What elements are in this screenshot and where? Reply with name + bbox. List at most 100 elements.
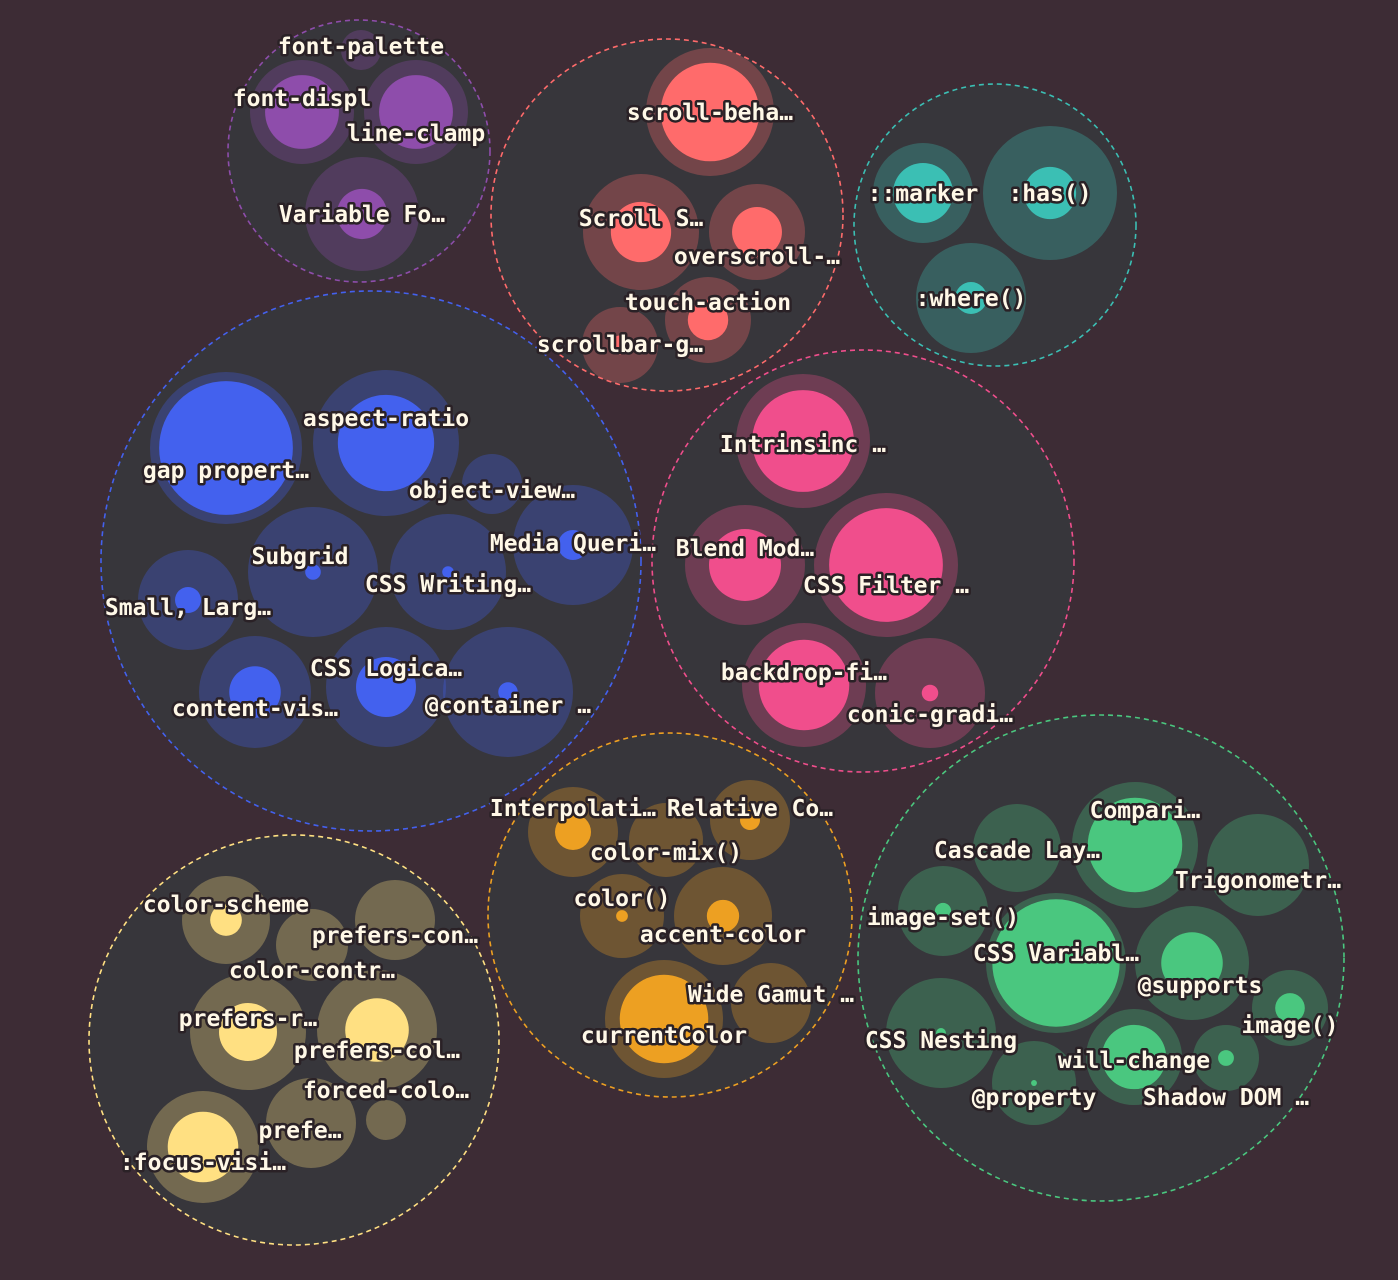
feature-bubble[interactable] [583, 174, 699, 290]
feature-bubble[interactable] [898, 866, 988, 956]
feature-bubble[interactable] [736, 374, 870, 508]
bubble-label: Variable Fo… [279, 202, 445, 228]
feature-bubble[interactable] [1193, 1025, 1259, 1091]
feature-bubble[interactable] [1207, 814, 1309, 916]
bubble-label: @container … [425, 693, 591, 719]
bubble-label: Small, Larg… [105, 595, 271, 621]
bubble-label: line-clamp [347, 121, 485, 147]
feature-bubble[interactable] [313, 370, 459, 516]
bubble-label: object-view… [409, 478, 575, 504]
bubble-group [487, 732, 853, 1098]
feature-bubble[interactable] [138, 550, 238, 650]
feature-bubble[interactable] [1086, 1009, 1182, 1105]
feature-bubble[interactable] [266, 1078, 356, 1168]
feature-bubble[interactable] [916, 243, 1026, 353]
feature-bubble[interactable] [629, 803, 703, 877]
bubble-label: color-contr… [229, 958, 395, 984]
feature-bubble[interactable] [992, 1041, 1076, 1125]
bubble-core [1087, 797, 1183, 893]
feature-bubble[interactable] [250, 60, 354, 164]
feature-bubble[interactable] [875, 638, 985, 748]
feature-bubble[interactable] [1072, 782, 1198, 908]
feature-bubble[interactable] [886, 978, 996, 1088]
bubble-core [1275, 993, 1305, 1023]
bubble-label: CSS Variabl… [973, 941, 1139, 967]
feature-bubble[interactable] [582, 307, 658, 383]
feature-bubble[interactable] [366, 1100, 406, 1140]
bubble-label: CSS Filter … [803, 573, 969, 599]
feature-bubble[interactable] [513, 485, 633, 605]
bubble-core [610, 201, 672, 263]
bubble-core [1218, 1050, 1234, 1066]
feature-bubble[interactable] [709, 184, 805, 280]
bubble-label: image-set() [867, 905, 1019, 931]
bubble-label: color-scheme [143, 892, 309, 918]
bubble-core [992, 899, 1120, 1027]
bubble-group [857, 714, 1345, 1202]
feature-bubble[interactable] [1135, 906, 1249, 1020]
bubble-group [490, 38, 844, 392]
feature-bubble[interactable] [182, 876, 270, 964]
bubble-label: prefers-con… [312, 923, 478, 949]
feature-bubble[interactable] [462, 454, 522, 514]
bubble-label: conic-gradi… [847, 702, 1013, 728]
feature-bubble[interactable] [983, 126, 1117, 260]
feature-bubble[interactable] [248, 507, 378, 637]
feature-bubble[interactable] [605, 960, 723, 1078]
feature-bubble[interactable] [199, 636, 311, 748]
feature-bubble[interactable] [190, 974, 306, 1090]
feature-bubble[interactable] [528, 787, 618, 877]
feature-bubble[interactable] [326, 627, 446, 747]
bubble-label: Relative Co… [667, 796, 833, 822]
feature-bubble[interactable] [731, 963, 811, 1043]
feature-bubble[interactable] [710, 780, 790, 860]
bubble-core [732, 207, 782, 257]
feature-bubble[interactable] [276, 909, 348, 981]
bubble-label: Cascade Lay… [934, 838, 1100, 864]
bubble-core [893, 163, 953, 223]
feature-bubble[interactable] [341, 30, 381, 70]
feature-bubble[interactable] [317, 970, 437, 1090]
bubble-core [758, 639, 850, 731]
feature-bubble[interactable] [973, 804, 1061, 892]
bubble-label: prefe… [258, 1118, 341, 1144]
bubble-ring [462, 454, 522, 514]
feature-bubble[interactable] [443, 627, 573, 757]
feature-bubble[interactable] [1252, 970, 1328, 1046]
bubble-label: color() [574, 886, 671, 912]
bubble-label: Compari… [1090, 798, 1201, 824]
feature-bubble[interactable] [665, 277, 751, 363]
feature-bubble[interactable] [580, 874, 664, 958]
bubble-core [1101, 1024, 1167, 1090]
bubble-core [936, 1028, 946, 1038]
bubble-core [558, 530, 588, 560]
feature-bubble[interactable] [814, 493, 958, 637]
bubble-label: content-vis… [172, 696, 338, 722]
feature-bubble[interactable] [873, 143, 973, 243]
bubble-core [379, 75, 453, 149]
bubble-group [227, 19, 491, 283]
bubble-label: Scroll S… [579, 206, 704, 232]
feature-bubble[interactable] [986, 893, 1126, 1033]
bubble-core [175, 587, 201, 613]
bubble-core [210, 904, 242, 936]
bubble-core [305, 564, 321, 580]
bubble-core [706, 899, 740, 933]
feature-bubble[interactable] [305, 157, 419, 271]
bubble-group [88, 834, 500, 1246]
feature-bubble[interactable] [390, 514, 506, 630]
bubble-core [337, 394, 435, 492]
bubble-label: Blend Mod… [676, 536, 815, 562]
bubble-core [229, 666, 281, 718]
bubble-core [610, 335, 630, 355]
bubble-label: CSS Writing… [365, 572, 531, 598]
feature-bubble[interactable] [646, 48, 774, 176]
feature-bubble[interactable] [685, 505, 805, 625]
feature-bubble[interactable] [355, 880, 435, 960]
feature-bubble[interactable] [147, 1091, 259, 1203]
bubble-group [853, 83, 1137, 367]
feature-bubble[interactable] [364, 60, 468, 164]
feature-bubble[interactable] [742, 623, 866, 747]
feature-bubble[interactable] [150, 372, 302, 524]
feature-bubble[interactable] [674, 867, 772, 965]
